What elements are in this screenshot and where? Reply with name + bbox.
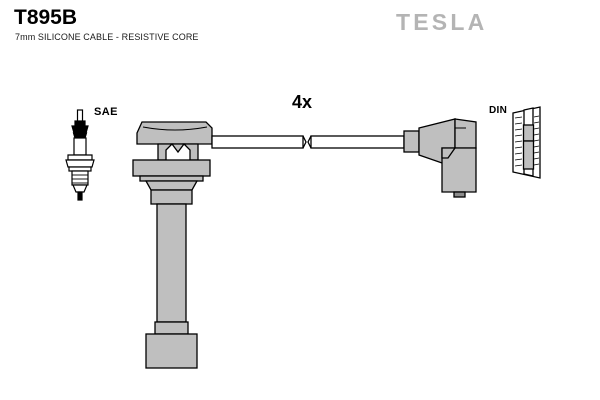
horizontal-cable-run bbox=[211, 135, 405, 149]
cable-break-symbol bbox=[302, 135, 312, 149]
vertical-cable-run bbox=[145, 203, 198, 369]
din-label: DIN bbox=[489, 105, 508, 116]
page-title: T895B bbox=[14, 6, 78, 29]
sae-spark-plug-icon bbox=[65, 109, 95, 201]
din-terminal-icon bbox=[512, 106, 541, 179]
sae-label: SAE bbox=[94, 106, 118, 118]
din-elbow-connector bbox=[403, 118, 477, 198]
distributor-boot bbox=[132, 121, 213, 205]
quantity-label: 4x bbox=[292, 92, 313, 112]
part-description: 7mm SILICONE CABLE - RESISTIVE CORE bbox=[15, 32, 199, 42]
brand-logo: TESLA bbox=[396, 9, 488, 35]
